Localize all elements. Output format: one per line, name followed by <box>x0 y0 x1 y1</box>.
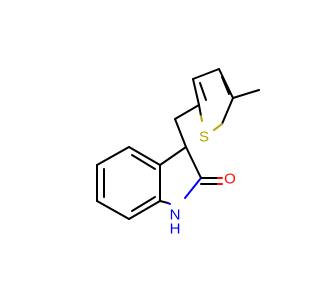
bond <box>192 78 200 106</box>
bond <box>232 89 260 99</box>
bond <box>174 104 200 120</box>
bond <box>192 68 220 80</box>
bond <box>96 146 130 166</box>
bond-double-inner <box>199 82 207 101</box>
bond <box>167 202 171 205</box>
bond <box>200 115 203 122</box>
bond <box>159 200 169 204</box>
bond <box>128 200 161 220</box>
molecule-diagram: S O HN <box>96 68 260 238</box>
bond <box>198 104 202 117</box>
bond <box>221 97 234 125</box>
bond <box>174 118 187 148</box>
bond <box>184 177 202 199</box>
nitrogen-atom-label: N <box>170 207 181 224</box>
bond <box>159 146 187 166</box>
bond-double-inner <box>131 196 156 212</box>
bond <box>128 146 161 166</box>
bond <box>96 200 130 220</box>
bond-double-inner <box>221 76 230 95</box>
oxygen-atom-label: O <box>224 171 236 188</box>
bond-double-inner <box>131 154 156 170</box>
bond <box>218 68 234 99</box>
bond <box>185 146 202 179</box>
hydrogen-atom-label: H <box>170 221 181 238</box>
sulfur-atom-label: S <box>199 129 209 146</box>
bond <box>213 123 223 131</box>
